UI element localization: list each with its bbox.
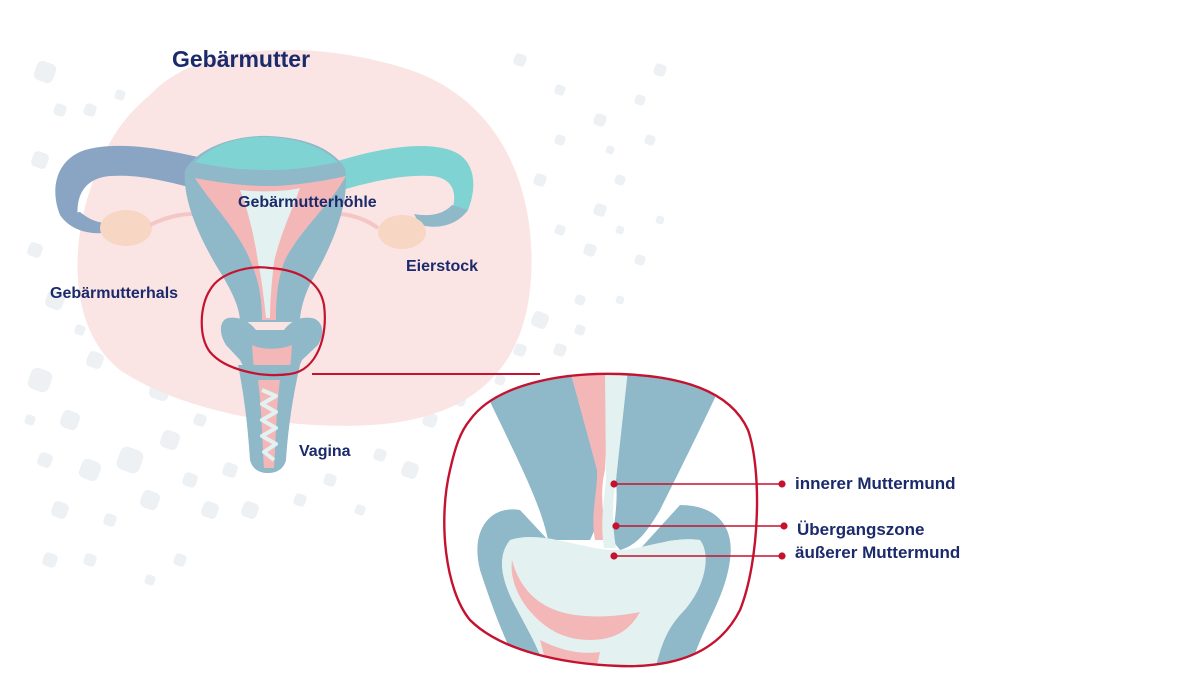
decorative-dot (653, 63, 667, 77)
decorative-dot (574, 324, 586, 336)
zoom-lower-lip-right (630, 505, 731, 667)
left-ovary (100, 210, 152, 246)
label-transition-zone: Übergangszone (797, 520, 925, 539)
decorative-dot (574, 294, 586, 306)
pointer-transition-zone-start-dot (612, 522, 620, 530)
decorative-dot (201, 501, 219, 519)
pointer-transition-zone-end-dot (780, 522, 788, 530)
decorative-dot (24, 414, 36, 426)
zoom-canal-pink (570, 373, 610, 540)
decorative-dot (139, 489, 161, 511)
decorative-dot (193, 413, 207, 427)
vaginal-rugae (260, 388, 278, 462)
decorative-dot (615, 295, 625, 305)
decorative-dot (74, 324, 86, 336)
uterus-fundus (195, 136, 338, 170)
pointer-outer-os-start-dot (610, 552, 618, 560)
decorative-dot (42, 552, 58, 568)
decorative-dot (293, 493, 307, 507)
zoom-upper-wall-left (475, 373, 602, 540)
decorative-dot (27, 242, 43, 258)
decorative-dot (83, 103, 97, 117)
decorative-dot (655, 215, 665, 225)
decorative-dot (354, 504, 366, 516)
uterus-illustration (55, 135, 474, 473)
decorative-dot (553, 343, 567, 357)
decorative-dot (59, 409, 81, 431)
label-vagina: Vagina (299, 443, 351, 460)
decorative-dot (531, 311, 549, 329)
decorative-dot (422, 412, 438, 428)
decorative-dot (182, 472, 198, 488)
decorative-dot (605, 145, 615, 155)
zoom-vaginal-pink (511, 560, 640, 640)
decorative-dot (323, 473, 337, 487)
diagram-title: Gebärmutter (172, 46, 311, 72)
decorative-dot (103, 513, 117, 527)
decorative-dot (644, 134, 656, 146)
decorative-dot (173, 553, 187, 567)
decorative-dot (401, 461, 419, 479)
decorative-dot (83, 553, 97, 567)
decorative-dot (222, 462, 238, 478)
decorative-dot (78, 458, 102, 482)
label-uterine-cavity: Gebärmutterhöhle (238, 194, 377, 211)
decorative-dot (159, 429, 181, 451)
decorative-dot (593, 203, 607, 217)
uterine-cavity-inner (240, 188, 300, 318)
decorative-dot (615, 225, 625, 235)
left-fallopian-tube (55, 145, 211, 220)
decorative-dot (634, 254, 646, 266)
decorative-dot (554, 224, 566, 236)
decorative-dot (116, 446, 144, 474)
cervix-zoom-detail (444, 373, 758, 667)
label-outer-os: äußerer Muttermund (795, 543, 961, 562)
decorative-dot (53, 103, 67, 117)
label-cervix: Gebärmutterhals (50, 285, 179, 302)
decorative-dot (33, 60, 57, 84)
decorative-dot (583, 243, 597, 257)
decorative-dot (51, 501, 69, 519)
decorative-dot (634, 94, 646, 106)
pointer-outer-os-end-dot (778, 552, 786, 560)
zoom-outline (443, 372, 759, 668)
right-ovary (378, 215, 426, 249)
decorative-dot (27, 367, 53, 393)
decorative-dot (614, 174, 626, 186)
pointer-inner-os-start-dot (610, 480, 618, 488)
decorative-dot (554, 134, 566, 146)
decorative-dot (533, 173, 547, 187)
decorative-dot (144, 574, 156, 586)
decorative-dot (86, 351, 104, 369)
label-inner-os: innerer Muttermund (795, 474, 956, 493)
decorative-dot (241, 501, 259, 519)
decorative-dot (513, 53, 527, 67)
zoom-upper-wall-right (612, 373, 728, 550)
decorative-dot (114, 89, 126, 101)
zoom-canal-light (602, 373, 628, 548)
decorative-dot (37, 452, 53, 468)
label-ovary: Eierstock (406, 258, 479, 275)
cervix-highlight-ring (200, 266, 326, 377)
zoom-vaginal-vault (501, 537, 706, 667)
pointer-inner-os-end-dot (778, 480, 786, 488)
decorative-dot (494, 374, 506, 386)
right-fimbriae (414, 205, 468, 227)
decorative-dot (513, 343, 527, 357)
pointer-lines (610, 480, 788, 560)
decorative-dot (554, 84, 566, 96)
right-fallopian-tube (325, 145, 474, 210)
decorative-dot (593, 113, 607, 127)
decorative-dot (44, 289, 66, 311)
decorative-dot (373, 448, 387, 462)
decorative-dot (31, 151, 49, 169)
